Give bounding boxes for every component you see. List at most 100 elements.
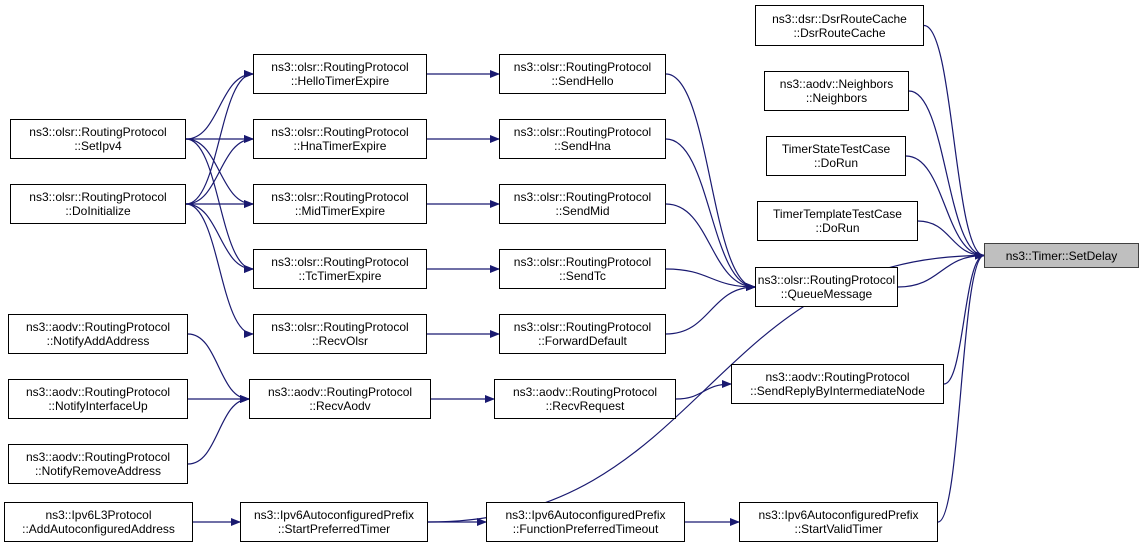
node-label-line: ::NotifyInterfaceUp [48, 399, 148, 413]
node-label-line: ::NotifyAddAddress [46, 334, 150, 348]
node-sendhna[interactable]: ns3::olsr::RoutingProtocol::SendHna [499, 119, 666, 159]
node-label-line: ns3::Timer::SetDelay [1005, 248, 1118, 263]
node-recvaodv[interactable]: ns3::aodv::RoutingProtocol::RecvAodv [249, 379, 431, 419]
node-label-line: ::MidTimerExpire [294, 204, 386, 218]
node-label-line: ::SetIpv4 [74, 139, 122, 153]
node-label-line: ns3::Ipv6L3Protocol [45, 508, 152, 522]
edge-neighbors-to-setdelay [908, 90, 985, 260]
node-label-line: ::DoInitialize [65, 204, 131, 218]
edge-recvrequest-to-sendreply [675, 380, 732, 400]
node-label-line: ns3::olsr::RoutingProtocol [513, 320, 652, 334]
node-startpreferred[interactable]: ns3::Ipv6AutoconfiguredPrefix::StartPref… [240, 502, 428, 542]
node-hnatimer[interactable]: ns3::olsr::RoutingProtocol::HnaTimerExpi… [253, 119, 427, 159]
node-forwarddefault[interactable]: ns3::olsr::RoutingProtocol::ForwardDefau… [499, 314, 666, 354]
edge-doinitialize-to-hellotimer [185, 70, 254, 205]
node-notifyadd[interactable]: ns3::aodv::RoutingProtocol::NotifyAddAdd… [8, 314, 188, 354]
node-label-line: ns3::aodv::RoutingProtocol [25, 320, 171, 334]
node-label-line: ns3::olsr::RoutingProtocol [271, 125, 409, 139]
node-sendreply[interactable]: ns3::aodv::RoutingProtocol::SendReplyByI… [731, 364, 944, 404]
edge-sendhna-to-queuemessage [665, 138, 756, 291]
node-label-line: ::RecvRequest [545, 399, 625, 413]
node-label-line: ::AddAutoconfiguredAddress [22, 522, 175, 536]
node-label-line: ns3::dsr::DsrRouteCache [772, 11, 907, 26]
node-startvalid[interactable]: ns3::Ipv6AutoconfiguredPrefix::StartVali… [739, 502, 938, 542]
node-label-line: ::HnaTimerExpire [293, 139, 387, 153]
node-label-line: ns3::olsr::RoutingProtocol [271, 255, 409, 269]
node-label-line: ::HelloTimerExpire [290, 74, 390, 88]
node-recvolsr[interactable]: ns3::olsr::RoutingProtocol::RecvOlsr [253, 314, 427, 354]
node-label-line: ns3::olsr::RoutingProtocol [513, 125, 652, 139]
node-doinitialize[interactable]: ns3::olsr::RoutingProtocol::DoInitialize [10, 184, 186, 224]
node-label-line: ::StartValidTimer [794, 522, 883, 536]
edge-timerstate-to-setdelay [905, 155, 985, 260]
node-queuemessage[interactable]: ns3::olsr::RoutingProtocol::QueueMessage [755, 267, 898, 307]
node-tctimer[interactable]: ns3::olsr::RoutingProtocol::TcTimerExpir… [253, 249, 427, 289]
node-recvrequest[interactable]: ns3::aodv::RoutingProtocol::RecvRequest [494, 379, 676, 419]
node-notifyremove[interactable]: ns3::aodv::RoutingProtocol::NotifyRemove… [8, 444, 188, 484]
node-label-line: ns3::aodv::RoutingProtocol [765, 370, 910, 384]
edge-notifyadd-to-recvaodv [187, 333, 250, 403]
node-notifyup[interactable]: ns3::aodv::RoutingProtocol::NotifyInterf… [8, 379, 188, 419]
node-label-line: ns3::Ipv6AutoconfiguredPrefix [253, 508, 415, 522]
node-label-line: ns3::olsr::RoutingProtocol [29, 125, 167, 139]
edge-setipv4-to-hellotimer [185, 70, 254, 140]
node-label-line: ::RecvOlsr [311, 334, 368, 348]
node-label-line: ns3::olsr::RoutingProtocol [513, 60, 652, 74]
node-label-line: ::QueueMessage [780, 287, 873, 301]
node-label-line: ::NotifyRemoveAddress [34, 464, 162, 478]
node-label-line: ns3::aodv::RoutingProtocol [25, 385, 171, 399]
node-label-line: TimerTemplateTestCase [773, 207, 902, 221]
node-label-line: ::TcTimerExpire [298, 269, 382, 283]
node-label-line: ns3::olsr::RoutingProtocol [513, 255, 652, 269]
node-sendtc[interactable]: ns3::olsr::RoutingProtocol::SendTc [499, 249, 666, 289]
node-setdelay[interactable]: ns3::Timer::SetDelay [984, 243, 1139, 268]
edge-dsrroutecache-to-setdelay [923, 24, 985, 260]
edge-timertemplate-to-setdelay [917, 220, 985, 260]
node-dsrroutecache[interactable]: ns3::dsr::DsrRouteCache::DsrRouteCache [755, 5, 924, 46]
edge-queuemessage-to-setdelay [897, 251, 985, 288]
node-label-line: ::SendHna [554, 139, 611, 153]
node-timertemplate[interactable]: TimerTemplateTestCase::DoRun [757, 201, 918, 241]
edge-sendreply-to-setdelay [943, 251, 985, 385]
edge-doinitialize-to-recvolsr [185, 203, 254, 338]
edge-sendhello-to-queuemessage [665, 73, 756, 291]
node-setipv4[interactable]: ns3::olsr::RoutingProtocol::SetIpv4 [10, 119, 186, 159]
node-midtimer[interactable]: ns3::olsr::RoutingProtocol::MidTimerExpi… [253, 184, 427, 224]
node-hellotimer[interactable]: ns3::olsr::RoutingProtocol::HelloTimerEx… [253, 54, 427, 94]
node-label-line: ns3::olsr::RoutingProtocol [513, 190, 652, 204]
node-label-line: ::RecvAodv [309, 399, 371, 413]
node-functionpreferred[interactable]: ns3::Ipv6AutoconfiguredPrefix::FunctionP… [486, 502, 685, 542]
node-sendhello[interactable]: ns3::olsr::RoutingProtocol::SendHello [499, 54, 666, 94]
node-label-line: ::Neighbors [805, 91, 868, 105]
node-label-line: ::StartPreferredTimer [277, 522, 391, 536]
node-label-line: ns3::olsr::RoutingProtocol [271, 190, 409, 204]
node-label-line: ::ForwardDefault [538, 334, 627, 348]
node-neighbors[interactable]: ns3::aodv::Neighbors::Neighbors [764, 71, 909, 111]
node-label-line: ns3::olsr::RoutingProtocol [271, 60, 409, 74]
node-label-line: ::DsrRouteCache [793, 25, 886, 40]
node-label-line: ::DoRun [813, 156, 859, 170]
edge-sendmid-to-queuemessage [665, 203, 756, 291]
node-label-line: ::FunctionPreferredTimeout [512, 522, 659, 536]
node-label-line: ns3::Ipv6AutoconfiguredPrefix [505, 508, 666, 522]
node-sendmid[interactable]: ns3::olsr::RoutingProtocol::SendMid [499, 184, 666, 224]
edge-startvalid-to-setdelay [937, 251, 985, 523]
edge-sendtc-to-queuemessage [665, 268, 756, 291]
node-timerstate[interactable]: TimerStateTestCase::DoRun [766, 136, 906, 176]
node-label-line: ns3::olsr::RoutingProtocol [757, 273, 896, 287]
node-label-line: ns3::aodv::RoutingProtocol [512, 385, 658, 399]
node-label-line: ::SendMid [555, 204, 610, 218]
edge-notifyremove-to-recvaodv [187, 395, 250, 465]
node-label-line: ::SendHello [551, 74, 614, 88]
node-label-line: ns3::olsr::RoutingProtocol [271, 320, 409, 334]
node-addautoconf[interactable]: ns3::Ipv6L3Protocol::AddAutoconfiguredAd… [4, 502, 193, 542]
edge-forwarddefault-to-queuemessage [665, 283, 756, 335]
node-label-line: ::DoRun [815, 221, 860, 235]
edge-doinitialize-to-tctimer [185, 203, 254, 273]
node-label-line: ns3::aodv::RoutingProtocol [25, 450, 171, 464]
node-label-line: ns3::Ipv6AutoconfiguredPrefix [758, 508, 919, 522]
node-label-line: ns3::olsr::RoutingProtocol [29, 190, 167, 204]
edge-doinitialize-to-hnatimer [185, 135, 254, 205]
